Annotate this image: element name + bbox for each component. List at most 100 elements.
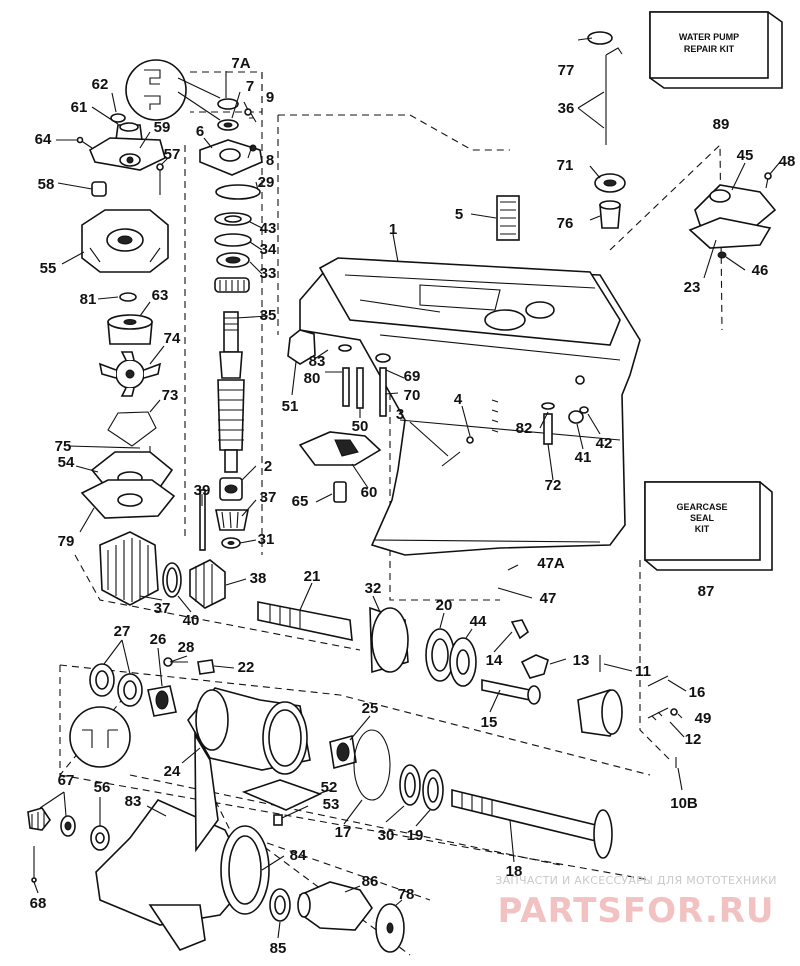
part-label: 72 [545, 477, 562, 494]
part-label: 59 [154, 119, 171, 136]
part-label: 7 [246, 78, 254, 95]
part-label: 68 [30, 895, 47, 912]
svg-text:REPAIR KIT: REPAIR KIT [684, 44, 735, 54]
svg-text:ЗАПЧАСТИ И АКСЕССУАРЫ ДЛЯ МОТО: ЗАПЧАСТИ И АКСЕССУАРЫ ДЛЯ МОТОТЕХНИКИ [495, 874, 777, 887]
part-label: 29 [258, 174, 275, 191]
part-label: 14 [486, 652, 503, 669]
part-label: 11 [635, 663, 651, 680]
part-label: 58 [38, 176, 55, 193]
part-label: 69 [404, 368, 421, 385]
driveshaft-parts [214, 184, 261, 549]
part-label: 65 [292, 493, 309, 510]
part-label: 80 [304, 370, 321, 387]
part-label: 51 [282, 398, 299, 415]
part-label: 1 [389, 221, 397, 238]
part-label: 39 [194, 482, 211, 499]
part-label: 84 [290, 847, 307, 864]
part-label: 9 [266, 89, 274, 106]
part-label: 6 [196, 123, 204, 140]
part-label: 30 [378, 827, 395, 844]
part-label: 52 [321, 779, 338, 796]
part-label: 89 [713, 116, 730, 133]
part-label: 23 [684, 279, 701, 296]
part-label: 82 [516, 420, 533, 437]
part-label: 24 [164, 763, 181, 780]
part-label: 87 [698, 583, 715, 600]
part-label: 50 [352, 418, 369, 435]
part-label: 40 [183, 612, 200, 629]
propeller-parts [27, 732, 405, 953]
part-label: 35 [260, 307, 277, 324]
leader-lines [33, 37, 781, 939]
part-label: 43 [260, 220, 277, 237]
part-label: 71 [557, 157, 574, 174]
part-label: 41 [575, 449, 592, 466]
housing-hardware [287, 329, 589, 503]
part-label: 60 [361, 484, 378, 501]
part-label: 44 [470, 613, 487, 630]
prop-shaft-parts [257, 601, 678, 768]
part-label: 31 [258, 531, 275, 548]
part-label: 26 [150, 631, 167, 648]
part-label: 62 [92, 76, 109, 93]
part-label: 8 [266, 152, 274, 169]
part-label: 28 [178, 639, 195, 656]
forward-gear-parts [99, 489, 226, 609]
part-label: 67 [58, 772, 75, 789]
part-label: 76 [557, 215, 574, 232]
part-label: 19 [407, 827, 424, 844]
svg-text:PARTSFOR.RU: PARTSFOR.RU [497, 891, 774, 931]
part-label: 83 [125, 793, 142, 810]
part-label: 77 [558, 62, 575, 79]
part-label: 48 [779, 153, 796, 170]
part-label: 56 [94, 779, 111, 796]
svg-text:SEAL: SEAL [690, 513, 715, 523]
part-label: 78 [398, 886, 415, 903]
part-label: 61 [71, 99, 88, 116]
part-label: 47 [540, 590, 557, 607]
part-label: 22 [238, 659, 255, 676]
part-label: 33 [260, 265, 277, 282]
part-label: 53 [323, 796, 340, 813]
part-label: 3 [396, 406, 404, 423]
part-label: 2 [264, 458, 272, 475]
part-label: 12 [685, 731, 702, 748]
part-label: 45 [737, 147, 754, 164]
gearcase-seal-kit-box: GEARCASE SEAL KIT [644, 481, 773, 571]
part-label: 38 [250, 570, 267, 587]
part-label: 21 [304, 568, 321, 585]
part-label: 73 [162, 387, 179, 404]
part-label: 17 [335, 824, 352, 841]
svg-text:WATER PUMP: WATER PUMP [679, 32, 739, 42]
part-label: 81 [80, 291, 97, 308]
part-label: 83 [309, 353, 326, 370]
part-labels: 1 2 3 4 5 6 7 7A 8 9 10B 11 12 13 14 15 … [30, 55, 796, 957]
part-label: 37 [154, 600, 171, 617]
part-label: 55 [40, 260, 57, 277]
svg-text:GEARCASE: GEARCASE [676, 502, 727, 512]
water-pump-repair-kit-box: WATER PUMP REPAIR KIT [649, 11, 783, 89]
part-label: 10B [670, 795, 698, 812]
part-label: 57 [164, 146, 181, 163]
part-label: 70 [404, 387, 421, 404]
part-label: 49 [695, 710, 712, 727]
part-label: 7A [231, 55, 250, 72]
part-label: 20 [436, 597, 453, 614]
part-label: 75 [55, 438, 72, 455]
part-label: 46 [752, 262, 769, 279]
part-label: 34 [260, 241, 277, 258]
part-label: 64 [35, 131, 52, 148]
part-label: 5 [455, 206, 463, 223]
part-label: 85 [270, 940, 287, 957]
part-label: 86 [362, 873, 379, 890]
water-pump-parts [76, 59, 263, 519]
part-label: 47A [537, 555, 565, 572]
water-screen [496, 195, 520, 241]
part-label: 25 [362, 700, 379, 717]
part-label: 42 [596, 435, 613, 452]
part-label: 27 [114, 623, 131, 640]
water-tube-parts [587, 31, 777, 259]
part-label: 13 [573, 652, 590, 669]
part-label: 74 [164, 330, 181, 347]
